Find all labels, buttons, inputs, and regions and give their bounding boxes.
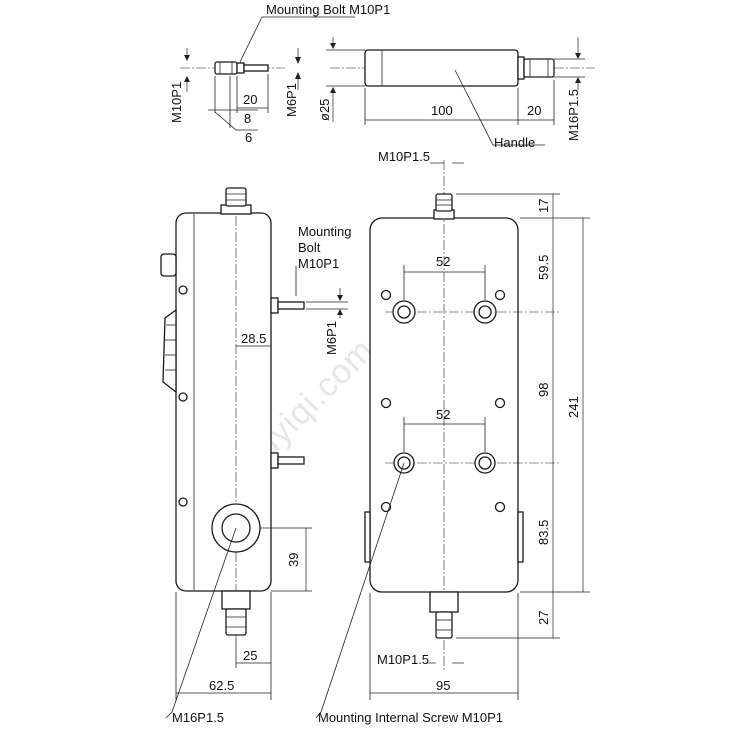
dim-8: 8 bbox=[244, 111, 251, 126]
dim-17: 17 bbox=[536, 199, 551, 213]
dim-241: 241 bbox=[566, 396, 581, 418]
m10p1-vertical-label: M10P1 bbox=[169, 82, 184, 123]
mounting-bolt-top-label: Mounting Bolt M10P1 bbox=[266, 2, 390, 17]
side-view bbox=[160, 187, 348, 719]
dim-62-5: 62.5 bbox=[209, 678, 234, 693]
m6p1-top-label: M6P1 bbox=[284, 83, 299, 117]
phi25-label: ø25 bbox=[317, 99, 332, 121]
handle-detail bbox=[326, 37, 595, 146]
mounting-bolt-side-label-1: Mounting bbox=[298, 224, 351, 239]
m16p15-vertical-label: M16P1.5 bbox=[566, 89, 581, 141]
mounting-bolt-side-label-3: M10P1 bbox=[298, 256, 339, 271]
mounting-bolt-side-label-2: Bolt bbox=[298, 240, 321, 255]
dim-52b: 52 bbox=[436, 407, 450, 422]
dim-28-5: 28.5 bbox=[241, 331, 266, 346]
handle-label: Handle bbox=[494, 135, 535, 150]
dim-59-5: 59.5 bbox=[536, 255, 551, 280]
m16p1-5-bottom-label: M16P1.5 bbox=[172, 710, 224, 725]
dim-27: 27 bbox=[536, 611, 551, 625]
m6p1-side-label: M6P1 bbox=[324, 321, 339, 355]
dim-39: 39 bbox=[286, 553, 301, 567]
dim-98: 98 bbox=[536, 383, 551, 397]
dim-95: 95 bbox=[436, 678, 450, 693]
front-view bbox=[315, 160, 590, 719]
dim-100: 100 bbox=[431, 103, 453, 118]
dim-20a: 20 bbox=[243, 92, 257, 107]
dim-52a: 52 bbox=[436, 254, 450, 269]
mounting-bolt-detail bbox=[180, 16, 355, 131]
m10p15-top-label: M10P1.5 bbox=[378, 149, 430, 164]
dim-6: 6 bbox=[245, 130, 252, 145]
mounting-internal-screw-label: Mounting Internal Screw M10P1 bbox=[318, 710, 503, 725]
dim-83-5: 83.5 bbox=[536, 520, 551, 545]
dim-20b: 20 bbox=[527, 103, 541, 118]
m10p15-bottom-label: M10P1.5 bbox=[377, 652, 429, 667]
dim-25: 25 bbox=[243, 648, 257, 663]
